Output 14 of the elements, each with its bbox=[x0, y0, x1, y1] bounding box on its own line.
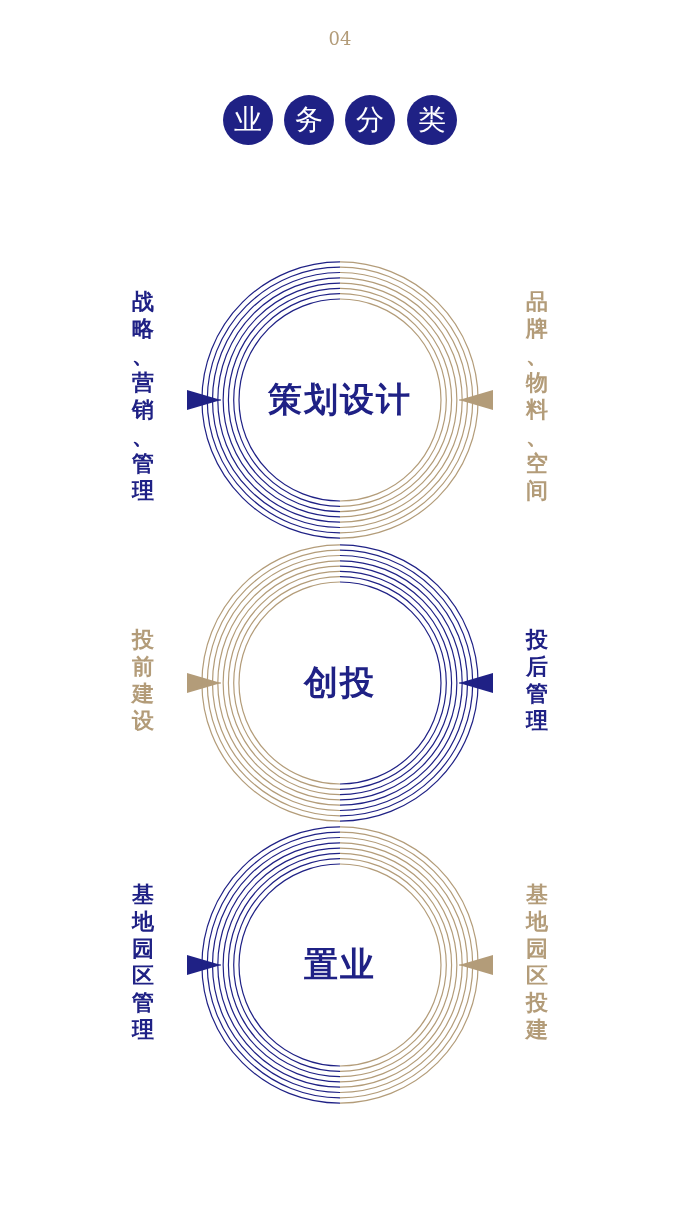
side-label: 基地园区管理 bbox=[131, 881, 155, 1043]
circle-title: 置业 bbox=[304, 943, 376, 986]
side-label: 基地园区投建 bbox=[525, 881, 549, 1043]
side-label: 战略、营销、管理 bbox=[131, 288, 155, 504]
title-badge: 类 bbox=[407, 95, 457, 145]
circle-title: 策划设计 bbox=[268, 378, 412, 421]
page-number: 04 bbox=[327, 28, 353, 49]
title-badge: 分 bbox=[345, 95, 395, 145]
side-label: 投前建设 bbox=[131, 626, 155, 734]
side-label: 投后管理 bbox=[525, 626, 549, 734]
circle-title: 创投 bbox=[304, 661, 376, 704]
title-badge: 务 bbox=[284, 95, 334, 145]
title-badge: 业 bbox=[223, 95, 273, 145]
side-label: 品牌、物料、空间 bbox=[525, 288, 549, 504]
